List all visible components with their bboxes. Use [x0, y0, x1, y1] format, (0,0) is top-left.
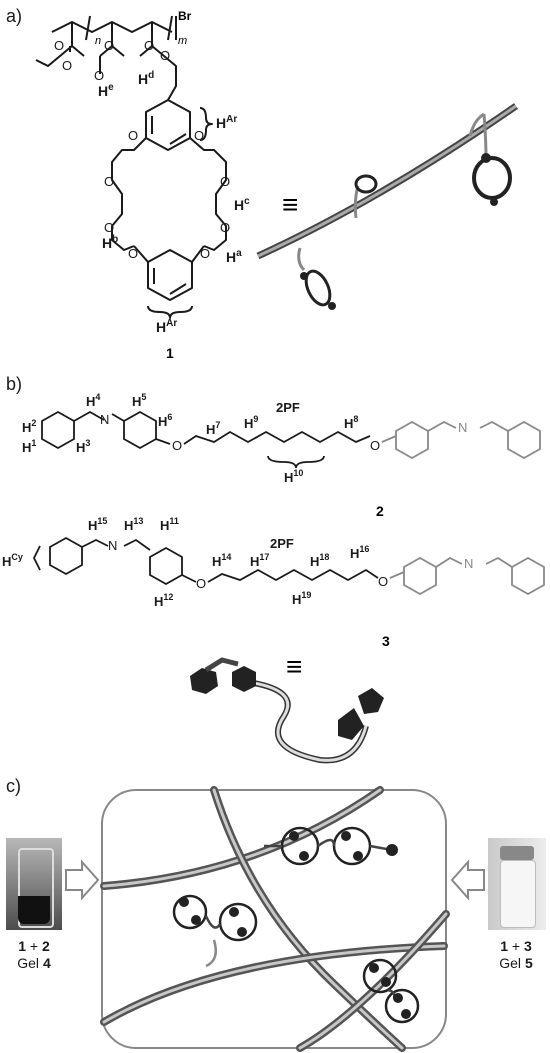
- svg-text:O: O: [62, 58, 72, 73]
- svg-text:O: O: [172, 438, 182, 453]
- polymer-strands: [100, 786, 450, 1052]
- svg-text:O: O: [54, 38, 64, 53]
- svg-text:O: O: [200, 246, 210, 261]
- h13-label: H13: [124, 516, 143, 533]
- h7-label: H7: [206, 420, 220, 437]
- right-caption: 1 + 3 Gel 5: [499, 938, 533, 971]
- m-subscript: m: [178, 35, 187, 47]
- cyclohexyl-ring-3d: [511, 556, 545, 596]
- left-caption: 1 + 2 Gel 4: [17, 938, 51, 971]
- har-brace-top: [199, 107, 213, 141]
- benzene-ring-2c: [395, 420, 429, 460]
- left-arrow-icon: [65, 859, 100, 901]
- n-subscript: n: [95, 35, 101, 47]
- h10-brace: [267, 455, 325, 469]
- equivalence-symbol-b: ≡: [286, 651, 302, 682]
- hcy-brace: [32, 545, 41, 571]
- h8-label: H8: [344, 414, 358, 431]
- compound-1-number: 1: [166, 345, 174, 360]
- compound-2-number: 2: [376, 503, 384, 519]
- benzene-ring-3c: [403, 556, 437, 596]
- benzene-ring-2a: [41, 410, 75, 450]
- ammonium-3b: N: [464, 556, 473, 571]
- guest-cartoon: [190, 657, 384, 764]
- h16-label: H16: [350, 544, 369, 561]
- h-e-label: He: [98, 82, 114, 99]
- h9-label: H9: [244, 414, 258, 431]
- panel-a-label: a): [6, 6, 23, 26]
- polymer-cartoon: [256, 103, 518, 310]
- h6-label: H6: [158, 412, 172, 429]
- svg-text:O: O: [220, 220, 230, 235]
- panel-b-label: b): [6, 374, 23, 394]
- h10-label: H10: [284, 468, 303, 485]
- h-b-label: Hb: [102, 234, 118, 251]
- vial-glass-left: [18, 848, 54, 928]
- h-a-label: Ha: [226, 248, 242, 265]
- svg-text:O: O: [128, 246, 138, 261]
- gel-4-dark-gel: [18, 896, 50, 924]
- benzene-ring-2b: [123, 410, 157, 450]
- vial-cap-right: [500, 846, 534, 860]
- crown-right-chain: [189, 137, 227, 251]
- benzene-ring-3b: [149, 546, 183, 586]
- h14-label: H14: [212, 552, 231, 569]
- polymer-brackets: [85, 15, 173, 41]
- h11-label: H11: [160, 516, 179, 533]
- compound-3-number: 3: [382, 633, 390, 649]
- h-c-label: Hc: [234, 196, 250, 213]
- svg-text:O: O: [160, 48, 170, 63]
- h2-label: H2: [22, 418, 36, 435]
- svg-text:O: O: [220, 174, 230, 189]
- h3-label: H3: [76, 438, 90, 455]
- svg-text:O: O: [94, 68, 104, 83]
- svg-text:O: O: [144, 38, 154, 53]
- crown-left-chain: [111, 137, 147, 251]
- svg-text:O: O: [128, 128, 138, 143]
- svg-text:O: O: [378, 574, 388, 589]
- equivalence-symbol-a: ≡: [282, 189, 298, 220]
- h17-label: H17: [250, 552, 269, 569]
- hcy-label: HCy: [2, 552, 23, 569]
- h18-label: H18: [310, 552, 329, 569]
- benzene-ring-2d: [507, 420, 541, 460]
- cyclohexyl-ring-3a: [49, 536, 83, 576]
- br-label: Br: [178, 9, 192, 23]
- h-ar-top-label: HAr: [216, 114, 237, 131]
- alkyl-chain-2: [183, 430, 371, 445]
- svg-text:O: O: [104, 38, 114, 53]
- h1-label: H1: [22, 438, 36, 455]
- h19-label: H19: [292, 590, 311, 607]
- svg-text:O: O: [194, 128, 204, 143]
- ammonium-2b: N: [458, 420, 467, 435]
- panel-c-network: [65, 786, 485, 1052]
- h-ar-bottom-label: HAr: [156, 318, 177, 335]
- gel-5-vial-photo: [488, 838, 546, 930]
- har-brace-bottom: [147, 305, 193, 319]
- guest-stoppers: [179, 831, 411, 1019]
- right-arrow-icon: [450, 859, 485, 901]
- svg-text:O: O: [370, 438, 380, 453]
- h5-label: H5: [132, 392, 146, 409]
- counterion-2: 2PF: [276, 400, 300, 415]
- upper-benzene-ring: [145, 99, 191, 151]
- alkyl-chain-3: [207, 568, 379, 583]
- ammonium-3a: N: [108, 538, 117, 553]
- h-d-label: Hd: [138, 70, 154, 87]
- h4-label: H4: [86, 392, 100, 409]
- svg-text:O: O: [196, 576, 206, 591]
- ammonium-2a: N: [100, 412, 109, 427]
- panel-b-structures: O O N N H2 H1 H3 H4 H5 H6 H7 H9 H8 H10 2P…: [2, 392, 545, 764]
- h15-label: H15: [88, 516, 107, 533]
- svg-text:O: O: [104, 220, 114, 235]
- h12-label: H12: [154, 592, 173, 609]
- counterion-3: 2PF: [270, 536, 294, 551]
- svg-text:O: O: [104, 174, 114, 189]
- gel-4-vial-photo: [6, 838, 62, 930]
- panel-c-label: c): [6, 776, 21, 796]
- gel-5-white-gel: [500, 860, 536, 928]
